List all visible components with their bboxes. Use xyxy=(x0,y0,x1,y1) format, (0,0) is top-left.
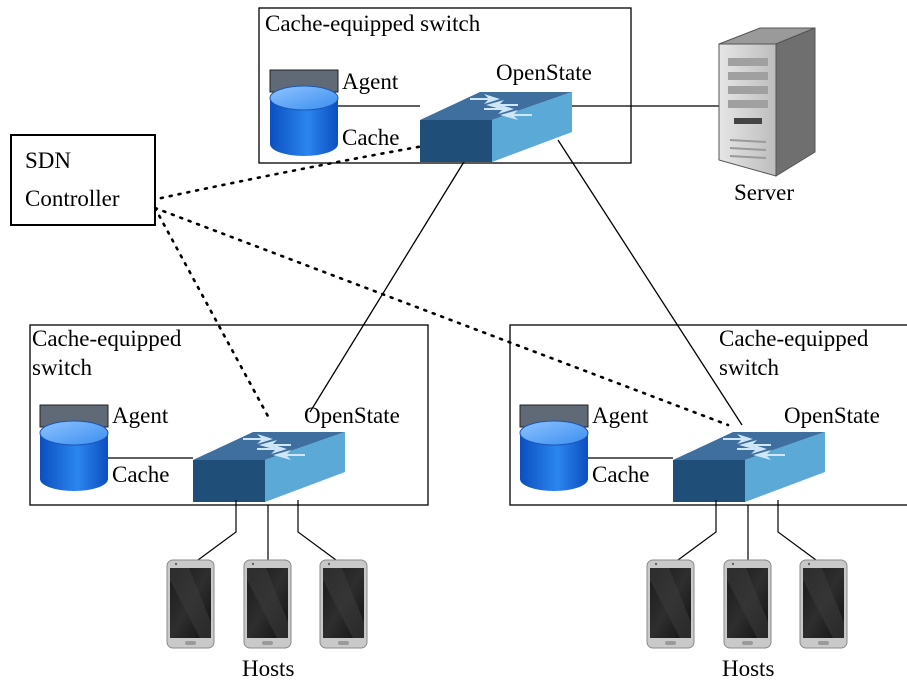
left-hosts: Hosts xyxy=(166,559,368,681)
top-agent-label: Agent xyxy=(342,69,399,94)
top-openstate-switch-icon xyxy=(420,92,572,162)
top-switch-title: Cache-equipped switch xyxy=(265,11,481,36)
left-switch-title-line2: switch xyxy=(32,355,93,380)
right-cache-label: Cache xyxy=(592,462,649,487)
right-agent-label: Agent xyxy=(592,403,649,428)
phone-icon xyxy=(723,559,772,649)
top-cache-switch: Cache-equipped switch Agent Cache OpenSt… xyxy=(258,7,632,164)
left-cache-cylinder-icon xyxy=(39,420,109,492)
controller-label-line2: Controller xyxy=(25,186,120,211)
control-link-left xyxy=(153,206,272,422)
top-openstate-label: OpenState xyxy=(496,60,592,85)
left-hosts-label: Hosts xyxy=(242,656,294,681)
phone-icon xyxy=(319,559,368,649)
control-link-right xyxy=(153,206,730,427)
sdn-controller: SDN Controller xyxy=(10,134,156,226)
left-host-links xyxy=(197,500,337,561)
server-label: Server xyxy=(734,180,794,205)
top-cache-label: Cache xyxy=(342,125,399,150)
server-icon xyxy=(718,27,816,177)
right-openstate-switch-icon xyxy=(673,432,825,502)
solid-links xyxy=(108,105,743,459)
control-links xyxy=(150,141,730,427)
controller-label-line1: SDN xyxy=(25,148,71,173)
left-cache-label: Cache xyxy=(112,462,169,487)
left-openstate-label: OpenState xyxy=(304,403,400,428)
server: Server xyxy=(718,27,816,205)
phone-icon xyxy=(799,559,848,649)
top-cache-cylinder-icon xyxy=(269,85,339,157)
phone-icon xyxy=(646,559,695,649)
right-switch-title-line1: Cache-equipped xyxy=(719,326,869,351)
right-cache-cylinder-icon xyxy=(519,420,589,492)
right-host-links xyxy=(677,500,817,561)
left-cache-switch: Cache-equipped switch Agent Cache OpenSt… xyxy=(29,324,429,506)
link-top-to-right-switch xyxy=(557,139,743,426)
left-openstate-switch-icon xyxy=(193,432,345,502)
right-switch-title-line2: switch xyxy=(719,355,780,380)
phone-icon xyxy=(243,559,292,649)
left-switch-title-line1: Cache-equipped xyxy=(32,326,182,351)
right-hosts: Hosts xyxy=(646,559,848,681)
link-top-to-left-switch xyxy=(309,151,471,413)
right-cache-switch: Cache-equipped switch Agent Cache OpenSt… xyxy=(509,324,907,506)
control-link-top xyxy=(150,141,442,202)
left-agent-label: Agent xyxy=(112,403,169,428)
right-openstate-label: OpenState xyxy=(784,403,880,428)
right-hosts-label: Hosts xyxy=(722,656,774,681)
phone-icon xyxy=(166,559,215,649)
